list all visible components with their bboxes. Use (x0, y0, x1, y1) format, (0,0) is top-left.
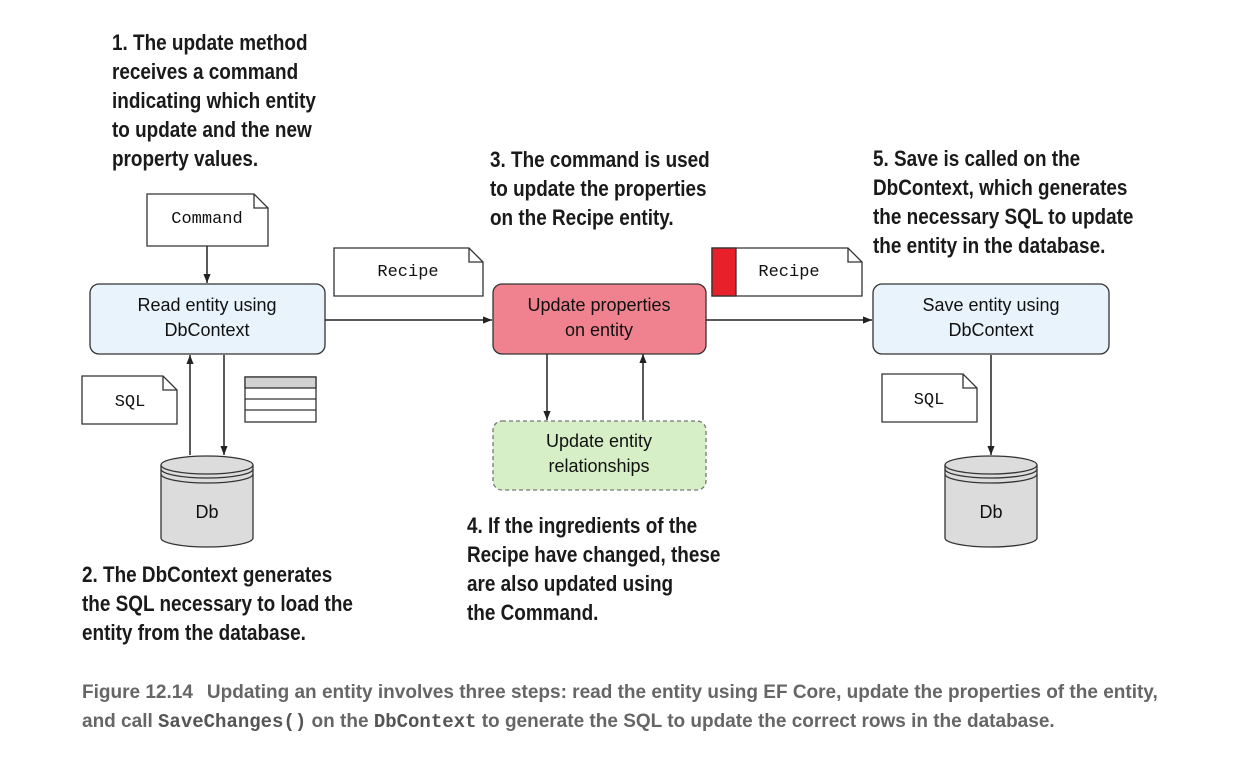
update-relationships-box: Update entity relationships (492, 420, 707, 491)
sql-document-right: SQL (881, 373, 978, 423)
recipe-document-modified-label: Recipe (758, 263, 819, 282)
database-left-label: Db (195, 502, 218, 522)
database-left-icon: Db (160, 455, 254, 548)
update-relationships-box-line-1: Update entity (546, 431, 652, 451)
note-step-3: 3. The command is used to update the pro… (490, 147, 710, 230)
caption-code-savechanges: SaveChanges() (158, 711, 307, 733)
save-entity-box: Save entity using DbContext (872, 283, 1110, 355)
note-step-1: 1. The update method receives a command … (112, 30, 316, 171)
caption-text-part-2: on the (306, 711, 374, 732)
read-entity-box-line-1: Read entity using (137, 295, 276, 315)
read-entity-box-line-2: DbContext (164, 320, 249, 340)
note-step-4: 4. If the ingredients of the Recipe have… (467, 513, 721, 625)
database-right-label: Db (979, 502, 1002, 522)
note-step-5: 5. Save is called on the DbContext, whic… (873, 146, 1134, 258)
result-table-icon (244, 376, 317, 423)
database-right-icon: Db (944, 455, 1038, 548)
update-relationships-box-line-2: relationships (548, 456, 649, 476)
connectors (186, 246, 995, 455)
sql-document-right-label: SQL (914, 391, 945, 410)
caption-code-dbcontext: DbContext (373, 711, 477, 733)
command-document: Command (146, 193, 269, 247)
recipe-modified-marker (711, 247, 737, 297)
recipe-document-input-label: Recipe (377, 263, 438, 282)
command-document-label: Command (171, 210, 242, 229)
read-entity-box: Read entity using DbContext (89, 283, 326, 355)
update-properties-box-line-2: on entity (565, 320, 633, 340)
save-entity-box-line-2: DbContext (948, 320, 1033, 340)
caption-text-part-1: Updating an entity involves three steps:… (82, 682, 1158, 732)
update-properties-box: Update properties on entity (492, 283, 707, 355)
sql-document-left: SQL (81, 375, 178, 425)
sql-document-left-label: SQL (115, 393, 146, 412)
update-properties-box-line-1: Update properties (527, 295, 670, 315)
save-entity-box-line-1: Save entity using (922, 295, 1059, 315)
note-step-2: 2. The DbContext generates the SQL neces… (82, 562, 353, 645)
recipe-document-modified: Recipe (711, 247, 863, 297)
recipe-document-input: Recipe (333, 247, 484, 297)
caption-text-part-3: to generate the SQL to update the correc… (476, 711, 1055, 732)
figure-number: Figure 12.14 (82, 682, 193, 703)
